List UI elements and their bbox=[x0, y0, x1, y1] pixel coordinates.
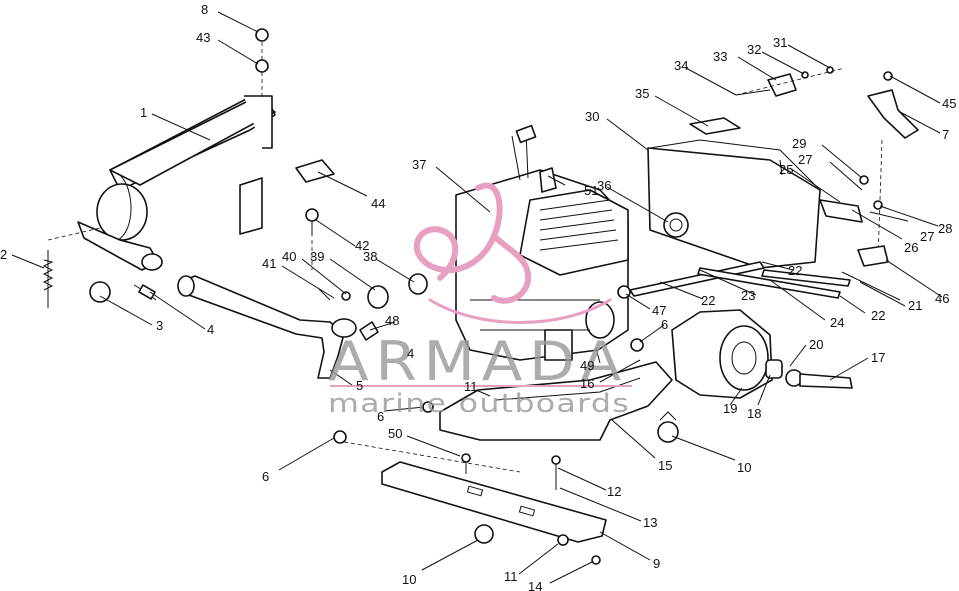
callout-23: 23 bbox=[741, 288, 755, 303]
callout-18: 18 bbox=[747, 406, 761, 421]
callout-1: 1 bbox=[140, 105, 147, 120]
callout-27: 27 bbox=[920, 229, 934, 244]
callout-10: 10 bbox=[402, 572, 416, 587]
callout-36: 36 bbox=[597, 178, 611, 193]
callout-9: 9 bbox=[653, 556, 660, 571]
callout-22: 22 bbox=[871, 308, 885, 323]
muffler-part bbox=[77, 95, 276, 271]
linkage-rods-part bbox=[617, 261, 851, 299]
callout-12: 12 bbox=[607, 484, 621, 499]
callout-4: 4 bbox=[407, 346, 414, 361]
callout-41: 41 bbox=[262, 256, 276, 271]
callout-20: 20 bbox=[809, 337, 823, 352]
callout-40: 40 bbox=[282, 249, 296, 264]
callout-46: 46 bbox=[935, 291, 949, 306]
watermark-logo-swoosh bbox=[428, 298, 612, 324]
bracket-arm-part bbox=[867, 71, 919, 261]
armada-watermark: ARMADA marine outboards bbox=[328, 182, 632, 419]
callout-22: 22 bbox=[701, 293, 715, 308]
spring-clip-part bbox=[42, 250, 54, 308]
callout-3: 3 bbox=[156, 318, 163, 333]
callout-24: 24 bbox=[830, 315, 844, 330]
callout-48: 48 bbox=[385, 313, 399, 328]
callout-39: 39 bbox=[310, 249, 324, 264]
nut-parts bbox=[255, 28, 644, 444]
tank-cover-part bbox=[647, 117, 821, 269]
callout-17: 17 bbox=[871, 350, 885, 365]
callout-31: 31 bbox=[773, 35, 787, 50]
callout-51: 51 bbox=[584, 183, 598, 198]
callout-34: 34 bbox=[674, 58, 688, 73]
callout-42: 42 bbox=[355, 238, 369, 253]
callout-11: 11 bbox=[464, 379, 478, 394]
callout-6: 6 bbox=[377, 409, 384, 424]
callout-4: 4 bbox=[207, 322, 214, 337]
lower-bracket-part bbox=[381, 453, 607, 565]
lower-unit-part bbox=[671, 309, 853, 399]
callout-16: 16 bbox=[580, 376, 594, 391]
callout-25: 25 bbox=[779, 162, 793, 177]
leader-lines bbox=[11, 11, 943, 584]
callout-15: 15 bbox=[658, 458, 672, 473]
exhaust-pipe-part bbox=[141, 253, 357, 379]
callout-27: 27 bbox=[798, 152, 812, 167]
callout-32: 32 bbox=[747, 42, 761, 57]
callout-11: 11 bbox=[504, 569, 518, 584]
watermark-brand-text: ARMADA bbox=[328, 330, 628, 393]
callout-29: 29 bbox=[792, 136, 806, 151]
watermark-tagline-text: marine outboards bbox=[328, 389, 630, 419]
callout-47: 47 bbox=[652, 303, 666, 318]
callout-2: 2 bbox=[0, 247, 7, 262]
alignment-lines bbox=[47, 42, 846, 473]
callout-33: 33 bbox=[713, 49, 727, 64]
callout-30: 30 bbox=[585, 109, 599, 124]
callout-21: 21 bbox=[908, 298, 922, 313]
callout-19: 19 bbox=[723, 401, 737, 416]
callout-45: 45 bbox=[942, 96, 956, 111]
small-fittings bbox=[295, 159, 428, 341]
callout-14: 14 bbox=[528, 579, 542, 591]
callout-13: 13 bbox=[643, 515, 657, 530]
callout-8: 8 bbox=[201, 2, 208, 17]
callout-37: 37 bbox=[412, 157, 426, 172]
callout-50: 50 bbox=[388, 426, 402, 441]
callout-5: 5 bbox=[356, 378, 363, 393]
callout-6: 6 bbox=[661, 317, 668, 332]
callout-7: 7 bbox=[942, 127, 949, 142]
callout-22: 22 bbox=[788, 263, 802, 278]
callout-38: 38 bbox=[363, 249, 377, 264]
callout-44: 44 bbox=[371, 196, 385, 211]
callout-35: 35 bbox=[635, 86, 649, 101]
engine-block-part bbox=[455, 124, 629, 361]
grommet-part bbox=[89, 281, 157, 303]
watermark-logo-ribbon bbox=[413, 182, 532, 304]
callout-49: 49 bbox=[580, 358, 594, 373]
callout-43: 43 bbox=[196, 30, 210, 45]
base-plate-part bbox=[439, 361, 679, 443]
callout-6: 6 bbox=[262, 469, 269, 484]
callout-28: 28 bbox=[938, 221, 952, 236]
callout-10: 10 bbox=[737, 460, 751, 475]
callout-26: 26 bbox=[904, 240, 918, 255]
